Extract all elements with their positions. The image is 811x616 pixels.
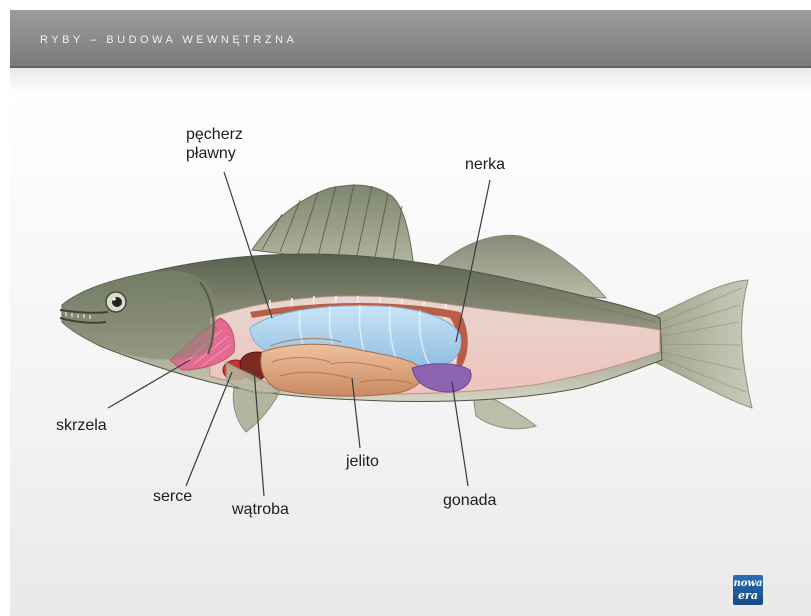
label-heart: serce bbox=[153, 487, 192, 506]
nowa-era-logo: nowa era bbox=[733, 575, 763, 605]
label-gills: skrzela bbox=[56, 416, 107, 435]
label-swim-bladder-line1: pęcherz bbox=[186, 125, 243, 144]
label-intestine: jelito bbox=[346, 452, 379, 471]
leader-gills bbox=[108, 360, 190, 408]
leader-heart bbox=[186, 372, 232, 486]
label-liver: wątroba bbox=[232, 500, 289, 519]
label-kidney: nerka bbox=[465, 155, 505, 174]
label-swim-bladder-line2: pławny bbox=[186, 144, 243, 163]
eye-highlight bbox=[112, 297, 115, 300]
label-swim-bladder: pęcherz pławny bbox=[186, 125, 243, 163]
logo-text-line2: era bbox=[733, 590, 763, 602]
fish-head bbox=[62, 271, 217, 360]
label-gonad: gonada bbox=[443, 491, 496, 510]
